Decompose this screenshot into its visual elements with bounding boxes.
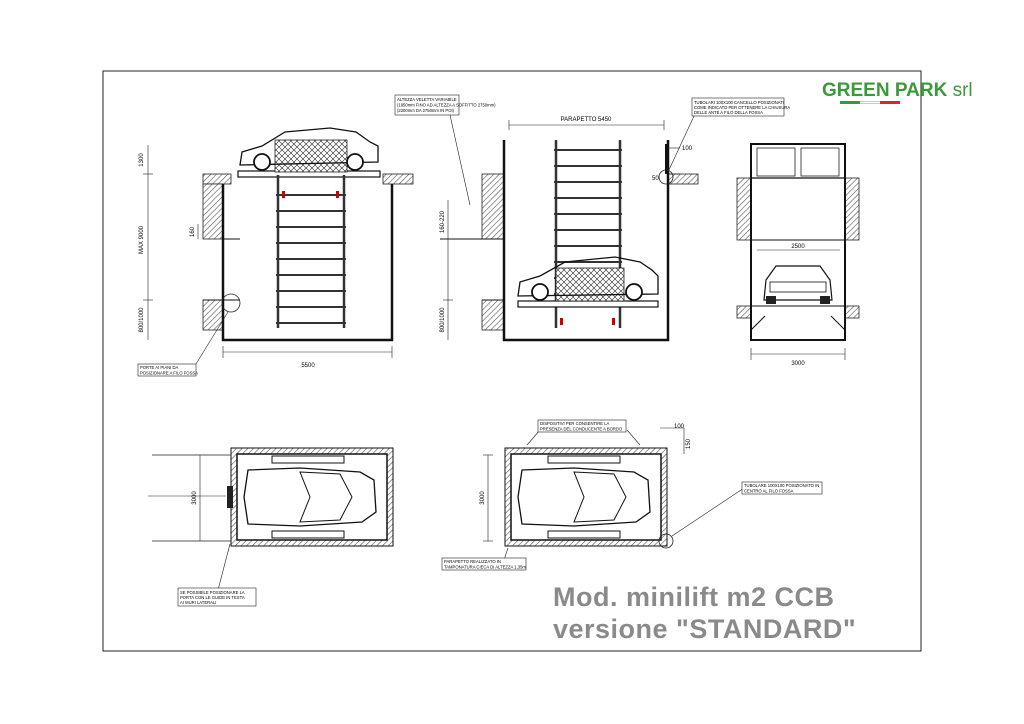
brand-green: GREEN xyxy=(822,80,890,101)
plan-view-right xyxy=(483,427,685,549)
italian-flag-stripe xyxy=(840,101,900,104)
dim-160-220: 160-220 xyxy=(440,210,446,233)
plan-view-left xyxy=(148,447,394,547)
dim-100-top: 100 xyxy=(682,146,693,152)
dim-5500: 5500 xyxy=(301,363,315,369)
note-parapetto-line2: TAMPONATURA CIECA DI ALTEZZA 1,35m xyxy=(444,565,526,570)
dim-800-1000-mid: 800/1000 xyxy=(440,307,446,333)
note-possibile-line2: PORTA CON LE GUIDE IN TESTA xyxy=(180,595,245,600)
dim-100-bottom-right: 100 xyxy=(674,424,685,430)
note-tubolare-line1: TUBOLARE 100X100 POSIZIONATO IN xyxy=(744,483,819,488)
note-altezza-line3: (2200mm DA 2750mm IN POI) xyxy=(397,108,455,113)
dim-2500: 2500 xyxy=(791,244,805,250)
title-line-1: Mod. minilift m2 CCB xyxy=(553,582,835,612)
note-tubolari-line1: TUBOLARI 100X100 CANCELLO POSIZIONATI xyxy=(694,100,784,105)
note-porte-line2: POSIZIONARE A FILO FOSSA xyxy=(140,371,198,376)
dim-3000-bottom-right: 3000 xyxy=(480,491,486,505)
note-altezza-line2: (1950mm FINO AD ALTEZZA A SOFFITTO 2750m… xyxy=(397,103,496,108)
dim-1300: 1300 xyxy=(139,153,145,167)
dim-50: 50 xyxy=(652,176,659,182)
section-view-left xyxy=(143,127,414,358)
note-dispositivi-line1: DISPOSITIVI PER CONSENTIRE LA xyxy=(540,421,610,426)
note-possibile-line1: SE POSSIBILE POSIZIONARE LA xyxy=(180,590,245,595)
dim-parapetto-5450: PARAPETTO 5450 xyxy=(561,117,612,123)
note-tubolare-line2: CENTRO AL FILO FOSSA xyxy=(744,489,794,494)
note-possibile-line3: AI MURI LATERALI xyxy=(180,600,216,605)
note-altezza-line1: ALTEZZA VELETTA VARIABILE xyxy=(397,97,457,102)
section-view-middle xyxy=(440,120,699,342)
front-view-right xyxy=(736,143,860,360)
dim-150: 150 xyxy=(686,438,692,449)
dim-max-9000: MAX 9000 xyxy=(139,225,145,254)
note-parapetto-line1: PARAPETTO REALIZZATO IN xyxy=(444,559,501,564)
note-tubolari-line2: COME INDICATO PER OTTENERE LA CHIUSURA xyxy=(694,105,790,110)
note-tubolari-line3: DELLE ANTE A FILO DELLA FOSSA xyxy=(694,110,763,115)
dim-160-left: 160 xyxy=(190,226,196,237)
title-line-2: versione "STANDARD" xyxy=(553,614,857,644)
note-dispositivi-line2: PRESENZA DEL CONDUCENTE A BORDO xyxy=(540,427,623,432)
note-porte-line1: PORTE AI PIANI DA xyxy=(140,365,179,370)
dim-800-1000-left: 800/1000 xyxy=(139,307,145,333)
brand-srl: srl xyxy=(952,80,973,101)
sheet-border xyxy=(102,70,922,652)
dim-3000-right: 3000 xyxy=(791,361,805,367)
brand-logo: GREEN PARK srl xyxy=(822,80,973,102)
dim-3000-bottom-left: 3000 xyxy=(192,491,198,505)
brand-park: PARK xyxy=(894,80,948,101)
